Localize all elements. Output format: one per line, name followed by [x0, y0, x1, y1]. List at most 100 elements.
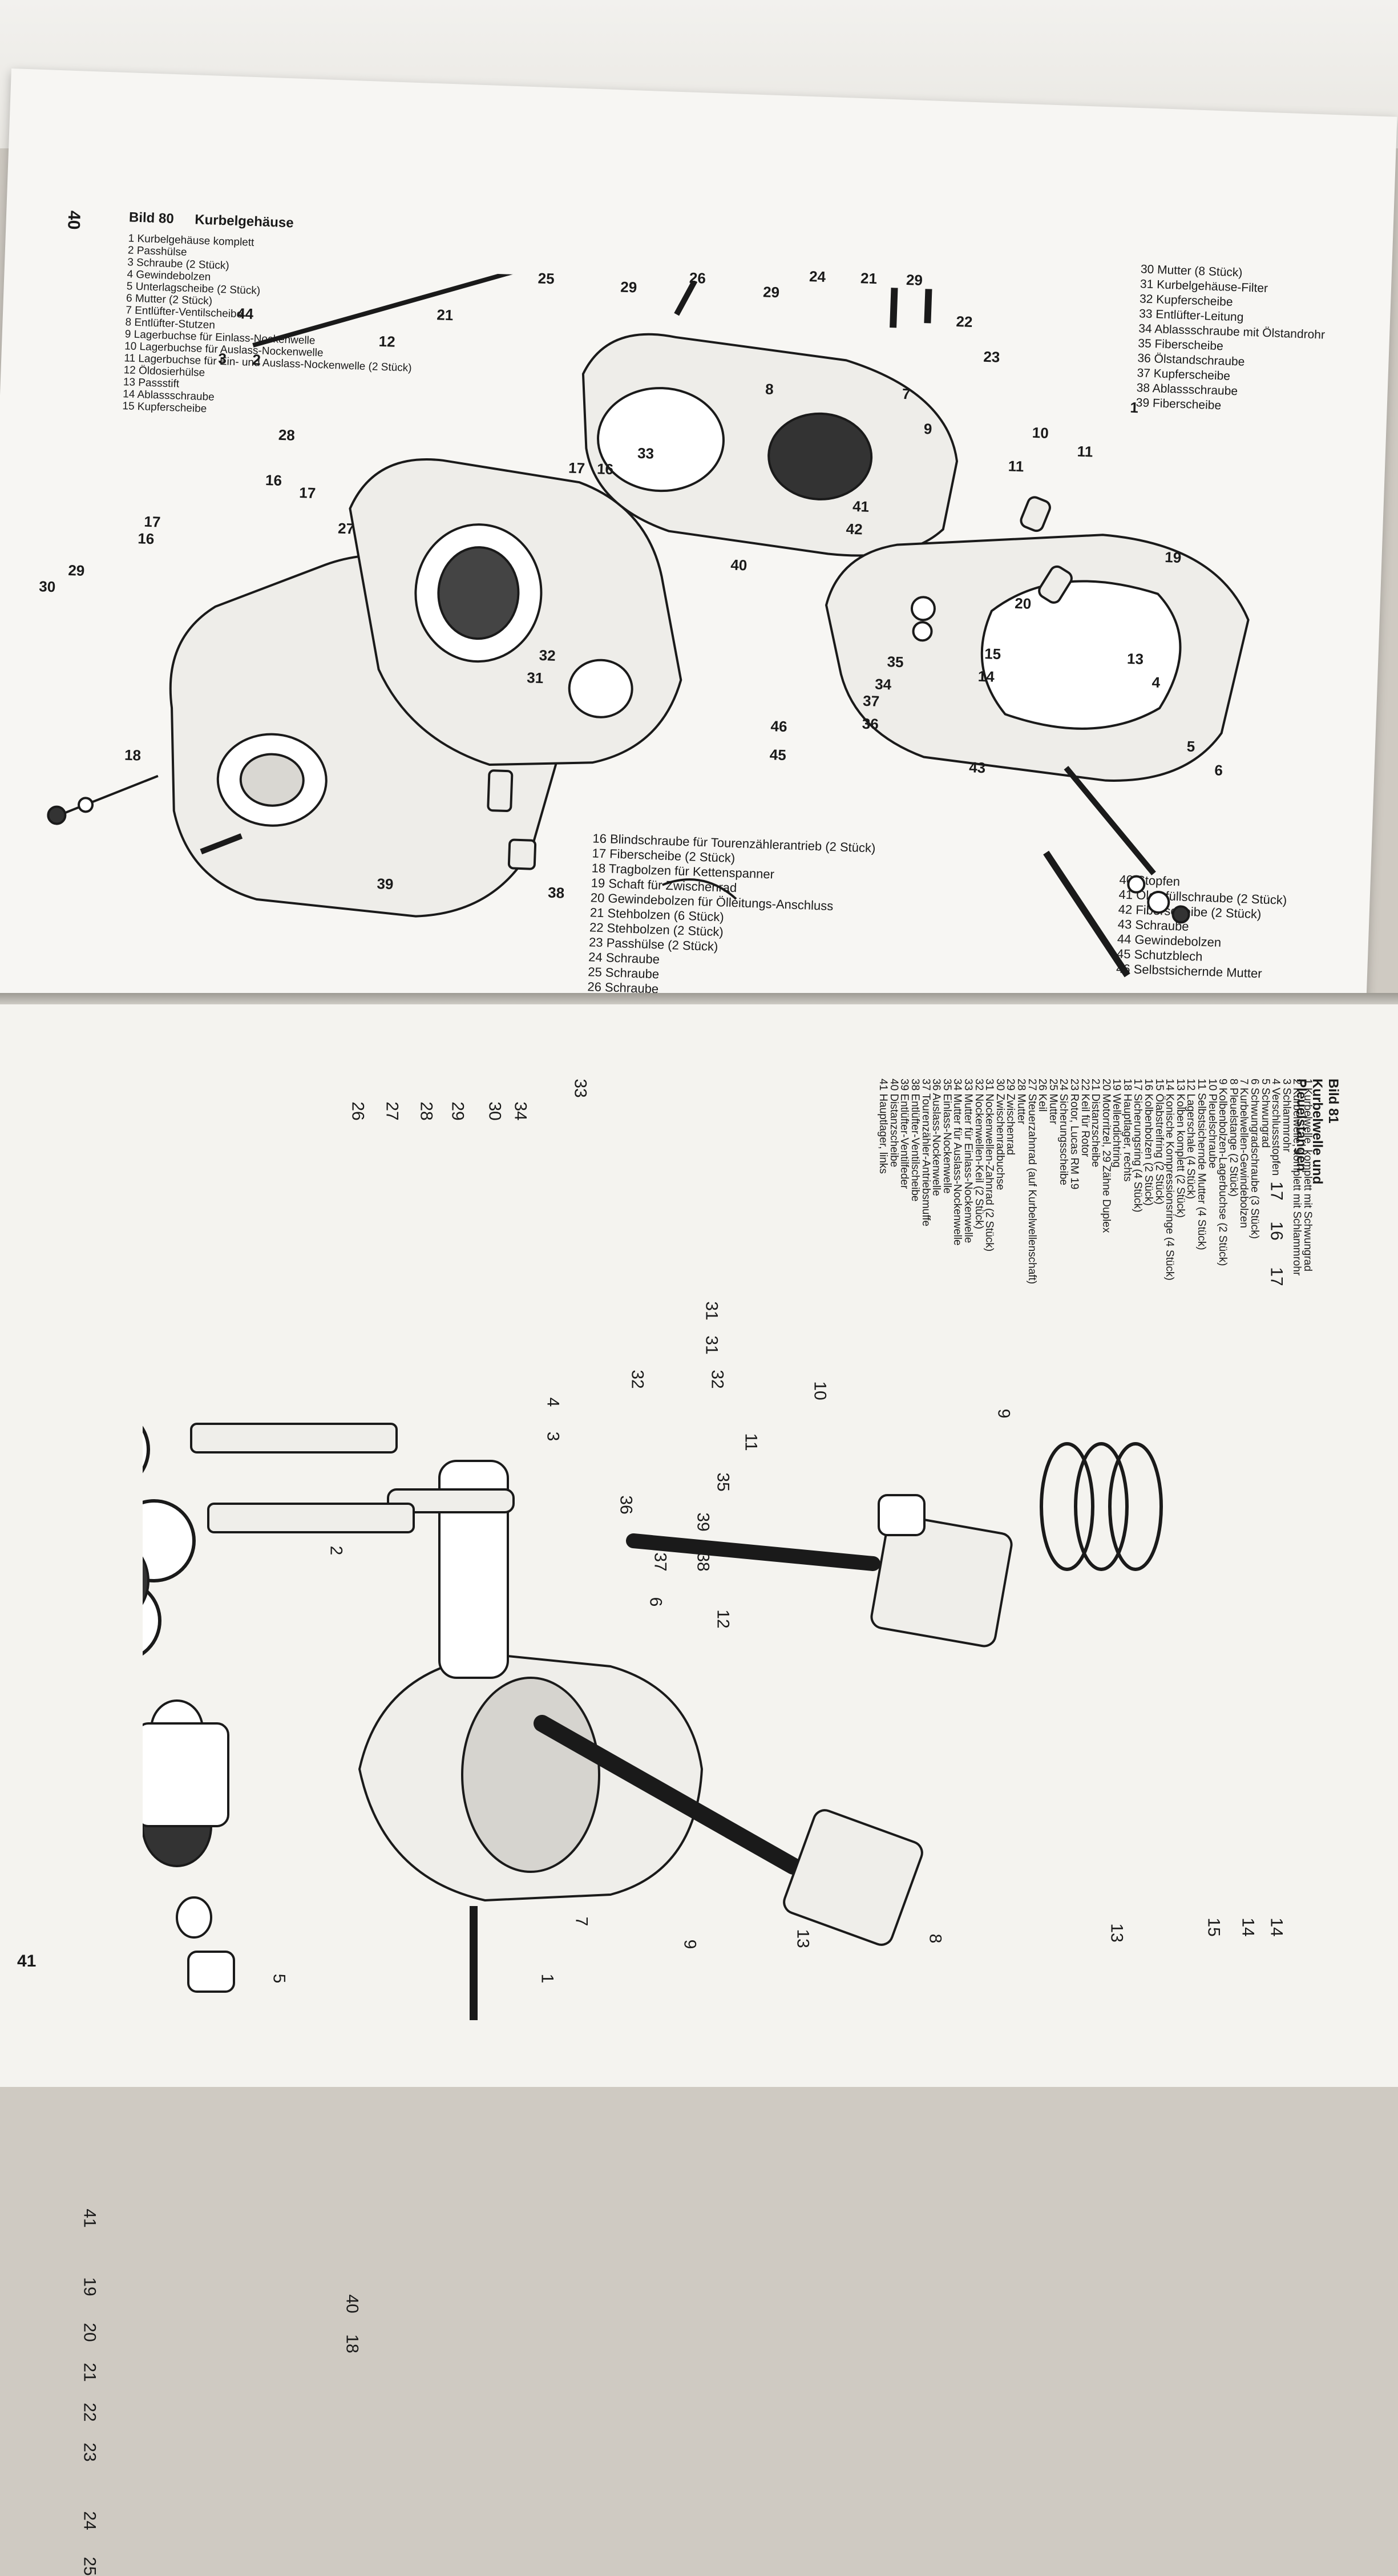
callout-number: 29 — [906, 270, 923, 289]
figure-title: Kurbelgehäuse — [194, 212, 294, 231]
callout-number: 29 — [762, 283, 780, 301]
page-number: 41 — [17, 1952, 37, 1971]
callout-number: 29 — [67, 562, 85, 580]
callout-number: 28 — [278, 426, 296, 444]
figure-label: Bild 80 — [128, 209, 175, 227]
callout-number: 39 — [377, 875, 394, 893]
crankshaft-exploded-drawing — [143, 1423, 1163, 2020]
callout-number: 30 — [38, 578, 56, 596]
callout-number: 36 — [616, 1495, 636, 1515]
callout-number: 20 — [1014, 594, 1032, 612]
callout-number: 40 — [342, 2294, 362, 2313]
callout-number: 16 — [596, 460, 614, 478]
callout-number: 7 — [902, 385, 911, 403]
callout-number: 11 — [741, 1433, 761, 1451]
callout-number: 16 — [265, 471, 282, 489]
callout-number: 24 — [80, 2511, 99, 2530]
callout-number: 35 — [713, 1472, 733, 1492]
callout-number: 27 — [382, 1101, 402, 1121]
callout-number: 16 — [137, 530, 155, 548]
callout-number: 5 — [269, 1973, 289, 1984]
callout-number: 4 — [1151, 673, 1161, 691]
callout-number: 37 — [862, 692, 880, 710]
callout-number: 13 — [1107, 1923, 1126, 1943]
callout-number: 16 — [1267, 1221, 1286, 1241]
callout-number: 26 — [689, 269, 706, 287]
callout-number: 9 — [994, 1408, 1013, 1419]
callout-number: 34 — [874, 675, 892, 693]
callout-number: 14 — [977, 667, 995, 685]
list-item: 1 Kurbelwelle, komplett mit Schwungrad — [1302, 1079, 1314, 1271]
callout-number: 14 — [1267, 1917, 1286, 1937]
callout-number: 17 — [1267, 1181, 1286, 1201]
callout-number: 12 — [378, 332, 396, 350]
callout-number: 10 — [810, 1381, 830, 1400]
callout-number: 38 — [693, 1552, 713, 1572]
callout-number: 2 — [252, 351, 261, 369]
callout-number: 32 — [628, 1370, 647, 1389]
callout-number: 6 — [646, 1597, 665, 1607]
callout-number: 41 — [80, 2208, 99, 2228]
callout-number: 38 — [547, 883, 565, 902]
callout-number: 26 — [348, 1101, 367, 1121]
callout-number: 24 — [809, 268, 826, 286]
callout-number: 11 — [1077, 442, 1093, 461]
callout-number: 1 — [1129, 398, 1139, 417]
callout-number: 41 — [852, 497, 870, 515]
callout-number: 22 — [956, 313, 973, 331]
callout-number: 8 — [765, 380, 774, 398]
callout-number: 39 — [693, 1512, 713, 1532]
callout-number: 7 — [572, 1916, 591, 1927]
callout-number: 22 — [80, 2403, 99, 2422]
callout-number: 2 — [326, 1545, 346, 1556]
callout-number: 23 — [80, 2442, 99, 2462]
callout-number: 21 — [860, 269, 878, 288]
figure-label: Bild 81 — [1326, 1079, 1341, 1124]
callout-number: 36 — [862, 714, 879, 733]
callout-number: 23 — [983, 348, 1000, 366]
callout-number: 31 — [702, 1335, 721, 1355]
callout-number: 14 — [1238, 1917, 1258, 1937]
callout-number: 4 — [543, 1397, 563, 1407]
callout-number: 43 — [968, 758, 986, 777]
page-41: 41 Bild 81 Kurbelwelle und Pleuelstangen… — [0, 1004, 1398, 2576]
callout-number: 29 — [620, 278, 637, 296]
callout-number: 29 — [448, 1101, 467, 1121]
callout-number: 21 — [80, 2363, 99, 2382]
callout-number: 19 — [80, 2277, 99, 2296]
callout-number: 15 — [984, 645, 1001, 663]
callout-number: 8 — [926, 1933, 945, 1944]
callout-number: 17 — [143, 512, 161, 531]
callout-number: 17 — [1267, 1267, 1286, 1286]
list-item: 2 Kurbelwelle, komplett mit Schlammrohr — [1291, 1079, 1303, 1276]
callout-number: 31 — [526, 669, 544, 687]
callout-number: 17 — [298, 484, 316, 502]
page-40: 40 Bild 80 Kurbelgehäuse 1 Kurbelgehäuse… — [0, 68, 1397, 1064]
callout-number: 12 — [713, 1609, 733, 1629]
callout-number: 37 — [650, 1552, 670, 1572]
callout-number: 20 — [80, 2323, 99, 2342]
callout-number: 18 — [124, 746, 142, 764]
callout-number: 33 — [571, 1079, 590, 1098]
callout-number: 25 — [80, 2557, 99, 2576]
callout-number: 15 — [1204, 1917, 1223, 1937]
crankcase-exploded-drawing — [47, 261, 1250, 978]
callout-number: 27 — [337, 519, 355, 538]
callout-number: 11 — [1008, 457, 1024, 475]
callout-number: 25 — [538, 269, 555, 288]
callout-number: 6 — [1214, 761, 1223, 779]
callout-number: 17 — [568, 459, 585, 477]
callout-number: 31 — [702, 1301, 721, 1321]
callout-number: 46 — [770, 717, 788, 736]
callout-number: 1 — [538, 1973, 557, 1984]
callout-number: 21 — [436, 306, 454, 324]
callout-number: 19 — [1164, 548, 1182, 567]
callout-number: 3 — [217, 349, 227, 368]
figure-caption: Bild 80 Kurbelgehäuse — [129, 209, 312, 232]
callout-number: 44 — [236, 305, 254, 323]
callout-number: 32 — [708, 1370, 727, 1389]
page-number: 40 — [64, 210, 84, 230]
callout-number: 13 — [793, 1929, 813, 1948]
callout-number: 35 — [887, 653, 904, 671]
callout-number: 40 — [730, 556, 748, 574]
